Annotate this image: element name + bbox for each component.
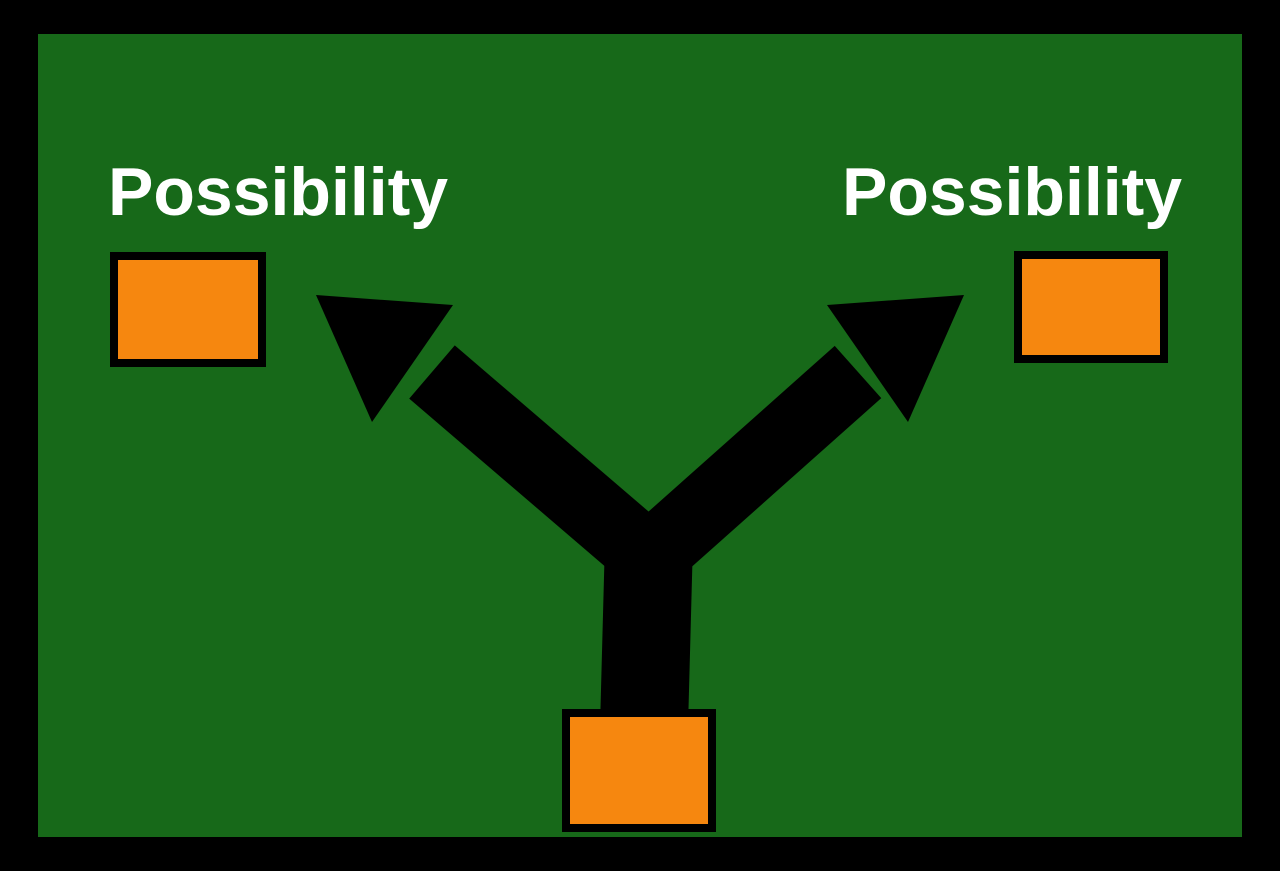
- start-box: [562, 709, 716, 832]
- possibility-label-left: Possibility: [108, 154, 449, 230]
- possibility-label-right: Possibility: [842, 154, 1183, 230]
- possibility-box-right: [1014, 251, 1168, 363]
- possibility-box-left: [110, 252, 266, 367]
